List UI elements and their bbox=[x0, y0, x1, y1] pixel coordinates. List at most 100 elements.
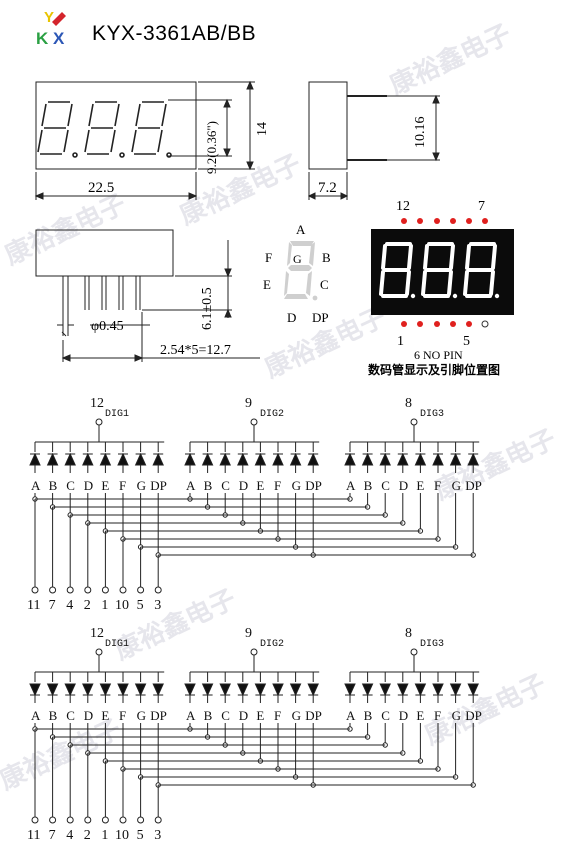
diode-icon bbox=[379, 452, 391, 466]
segment-pin-number: 11 bbox=[27, 828, 40, 843]
segment-label: DP bbox=[150, 708, 167, 723]
diode-icon bbox=[397, 452, 409, 466]
diode-icon bbox=[201, 683, 214, 697]
segment-pin-number: 11 bbox=[27, 598, 40, 613]
diode-icon bbox=[117, 452, 129, 466]
segment-terminal-icon bbox=[84, 586, 92, 594]
diode-icon bbox=[361, 452, 374, 466]
digit-label: DIG2 bbox=[260, 409, 284, 420]
digit-pin-number: 12 bbox=[90, 396, 104, 411]
digit-terminal-icon bbox=[250, 418, 258, 426]
display-digits bbox=[379, 242, 500, 299]
pin-length-label: 6.1±0.5 bbox=[200, 287, 215, 330]
display-segment bbox=[381, 244, 387, 270]
logo-mark-icon bbox=[52, 12, 66, 26]
height-label: 14 bbox=[255, 122, 270, 136]
segment-pin-number: 7 bbox=[49, 828, 56, 843]
diode-icon bbox=[237, 683, 249, 697]
watermark: 康裕鑫电子 bbox=[385, 18, 516, 101]
diode-icon bbox=[344, 683, 356, 697]
width-label: 22.5 bbox=[88, 180, 114, 196]
segment-terminal-icon bbox=[49, 586, 57, 594]
segment-label: DP bbox=[305, 478, 322, 493]
segment-label: A bbox=[346, 708, 356, 723]
pinout-caption: 数码管显示及引脚位置图 bbox=[368, 362, 500, 377]
segment-label: F bbox=[119, 708, 126, 723]
display-segment bbox=[465, 244, 471, 270]
segment-label: B bbox=[364, 708, 373, 723]
digit-terminal-icon bbox=[410, 418, 418, 426]
segment-pin-number: 3 bbox=[154, 828, 161, 843]
logo-letter-k: K bbox=[36, 29, 49, 48]
segment-label: D bbox=[399, 708, 408, 723]
bottom-view-body bbox=[35, 229, 174, 277]
digit-label: DIG1 bbox=[105, 639, 129, 650]
diode-icon bbox=[46, 683, 59, 697]
segment-shapes bbox=[284, 241, 318, 301]
segment-label-g: G bbox=[293, 252, 302, 266]
segment-label: F bbox=[274, 708, 281, 723]
side-view-body bbox=[308, 81, 348, 170]
segment-label: C bbox=[221, 478, 230, 493]
segment-label: G bbox=[137, 708, 146, 723]
diode-icon bbox=[397, 683, 409, 697]
segment-label: C bbox=[221, 708, 230, 723]
segment-pin-number: 10 bbox=[115, 598, 129, 613]
segment-terminal-icon bbox=[137, 816, 145, 824]
no-pin-note: 6 NO PIN bbox=[414, 348, 463, 362]
front-view-digits bbox=[37, 101, 172, 158]
digit-pin-number: 12 bbox=[90, 626, 104, 641]
digit-label: DIG2 bbox=[260, 639, 284, 650]
segment-label: DP bbox=[150, 478, 167, 493]
diode-icon bbox=[64, 683, 76, 697]
segment-pin-number: 1 bbox=[101, 598, 108, 613]
front-view-body bbox=[35, 81, 197, 170]
segment-label: C bbox=[381, 708, 390, 723]
digit-label: DIG3 bbox=[420, 639, 444, 650]
diode-icon bbox=[272, 452, 284, 466]
diode-icon bbox=[82, 683, 94, 697]
bottom-view-pins bbox=[61, 276, 141, 337]
digit-terminal-icon bbox=[95, 418, 103, 426]
segment-terminal-icon bbox=[31, 816, 39, 824]
segment-label: C bbox=[66, 478, 75, 493]
segment-label: B bbox=[49, 708, 58, 723]
segment-label: A bbox=[346, 478, 356, 493]
header: Y K X KYX-3361AB/BB bbox=[36, 9, 256, 48]
pin-diameter-label: φ0.45 bbox=[91, 319, 124, 334]
diode-icon bbox=[289, 683, 302, 697]
pinout-diagram: 12 7 1 5 6 NO PIN 数码管显示及引脚位置图 bbox=[368, 199, 514, 377]
segment-diagram: A B C D E F G DP bbox=[263, 222, 331, 325]
page-title: KYX-3361AB/BB bbox=[92, 22, 256, 45]
segment-label: G bbox=[452, 478, 461, 493]
watermark: 康裕鑫电子 bbox=[175, 148, 306, 231]
front-view bbox=[34, 80, 255, 200]
segment-label-a: A bbox=[296, 222, 306, 237]
segment-pin-number: 1 bbox=[101, 828, 108, 843]
segment-label: G bbox=[137, 478, 146, 493]
segment-label: E bbox=[256, 708, 264, 723]
segment-pin-number: 5 bbox=[137, 828, 144, 843]
segment-terminal-icon bbox=[101, 816, 109, 824]
segment-label-e: E bbox=[263, 277, 271, 292]
segment-label: D bbox=[239, 478, 248, 493]
row-spacing-label: 10.16 bbox=[413, 117, 428, 149]
segment-label-b: B bbox=[322, 250, 331, 265]
segment-e-shape bbox=[284, 271, 289, 296]
diode-icon bbox=[64, 452, 76, 466]
diode-icon bbox=[432, 452, 444, 466]
digit-pin-number: 8 bbox=[405, 396, 412, 411]
segment-pin-number: 4 bbox=[66, 828, 73, 843]
diode-icon bbox=[449, 683, 462, 697]
segment-label: B bbox=[204, 478, 213, 493]
brand-logo: Y K X bbox=[36, 9, 66, 48]
diode-icon bbox=[219, 452, 231, 466]
diode-icon bbox=[307, 452, 319, 466]
